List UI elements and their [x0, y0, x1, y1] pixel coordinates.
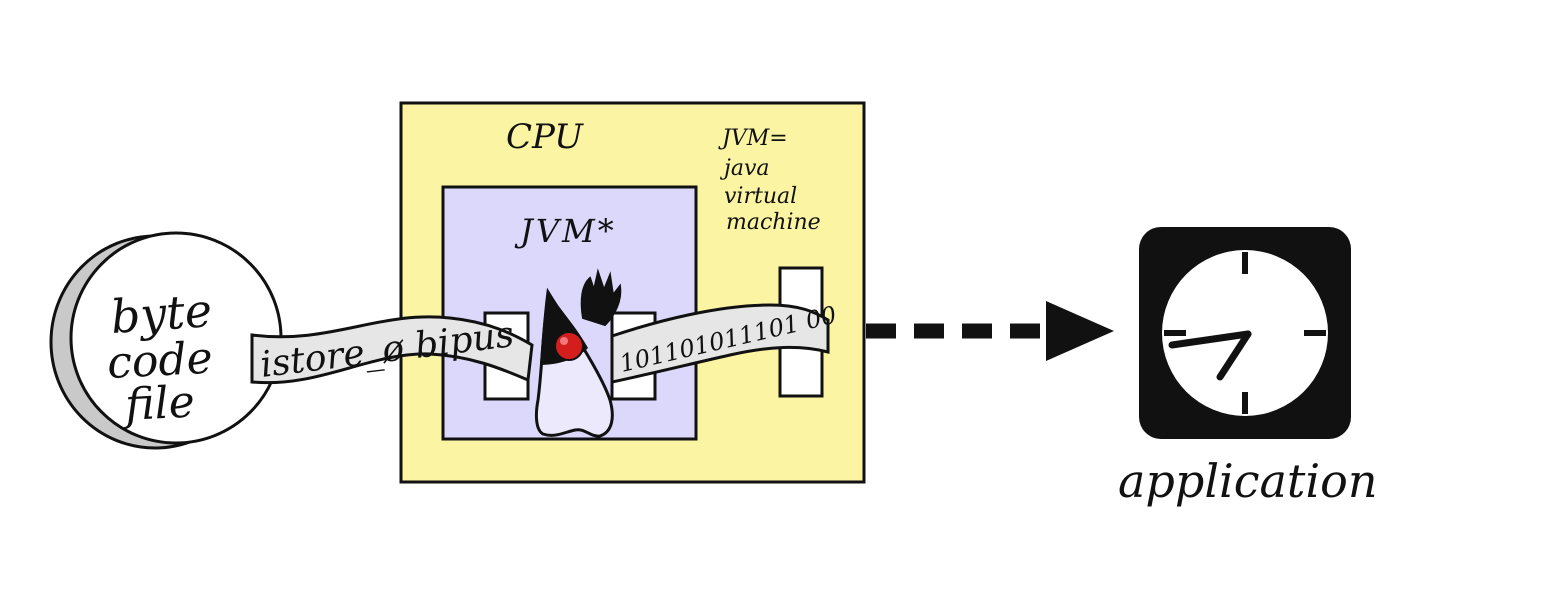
disk-label-line2: code [106, 333, 214, 389]
tape-ribbon-right [610, 303, 830, 384]
duke-nose-shine [560, 337, 568, 345]
cpu-note-line2: java [719, 156, 769, 181]
clock-hand-long [1168, 330, 1252, 349]
bytecode-disk: byte code file [49, 231, 283, 450]
cpu-note-line3: virtual [724, 184, 797, 209]
disk-label-line1: byte [109, 283, 214, 344]
tape-ribbon-left [250, 315, 534, 385]
cpu-label: CPU [506, 117, 584, 157]
application-label: application [1118, 454, 1377, 508]
duke-nose [554, 331, 584, 361]
duke-hand [580, 268, 622, 327]
duke-mascot-icon [534, 268, 622, 438]
dashed-arrow-icon [866, 301, 1114, 361]
arrow-head [1046, 301, 1114, 361]
cpu-note-line4: machine [726, 210, 821, 235]
cpu-note-line1: JVM= [718, 126, 788, 151]
clock-icon [1139, 227, 1351, 439]
clock-hand-short [1216, 330, 1252, 381]
disk-label-line3: file [121, 376, 196, 431]
jvm-label: JVM* [514, 212, 617, 250]
